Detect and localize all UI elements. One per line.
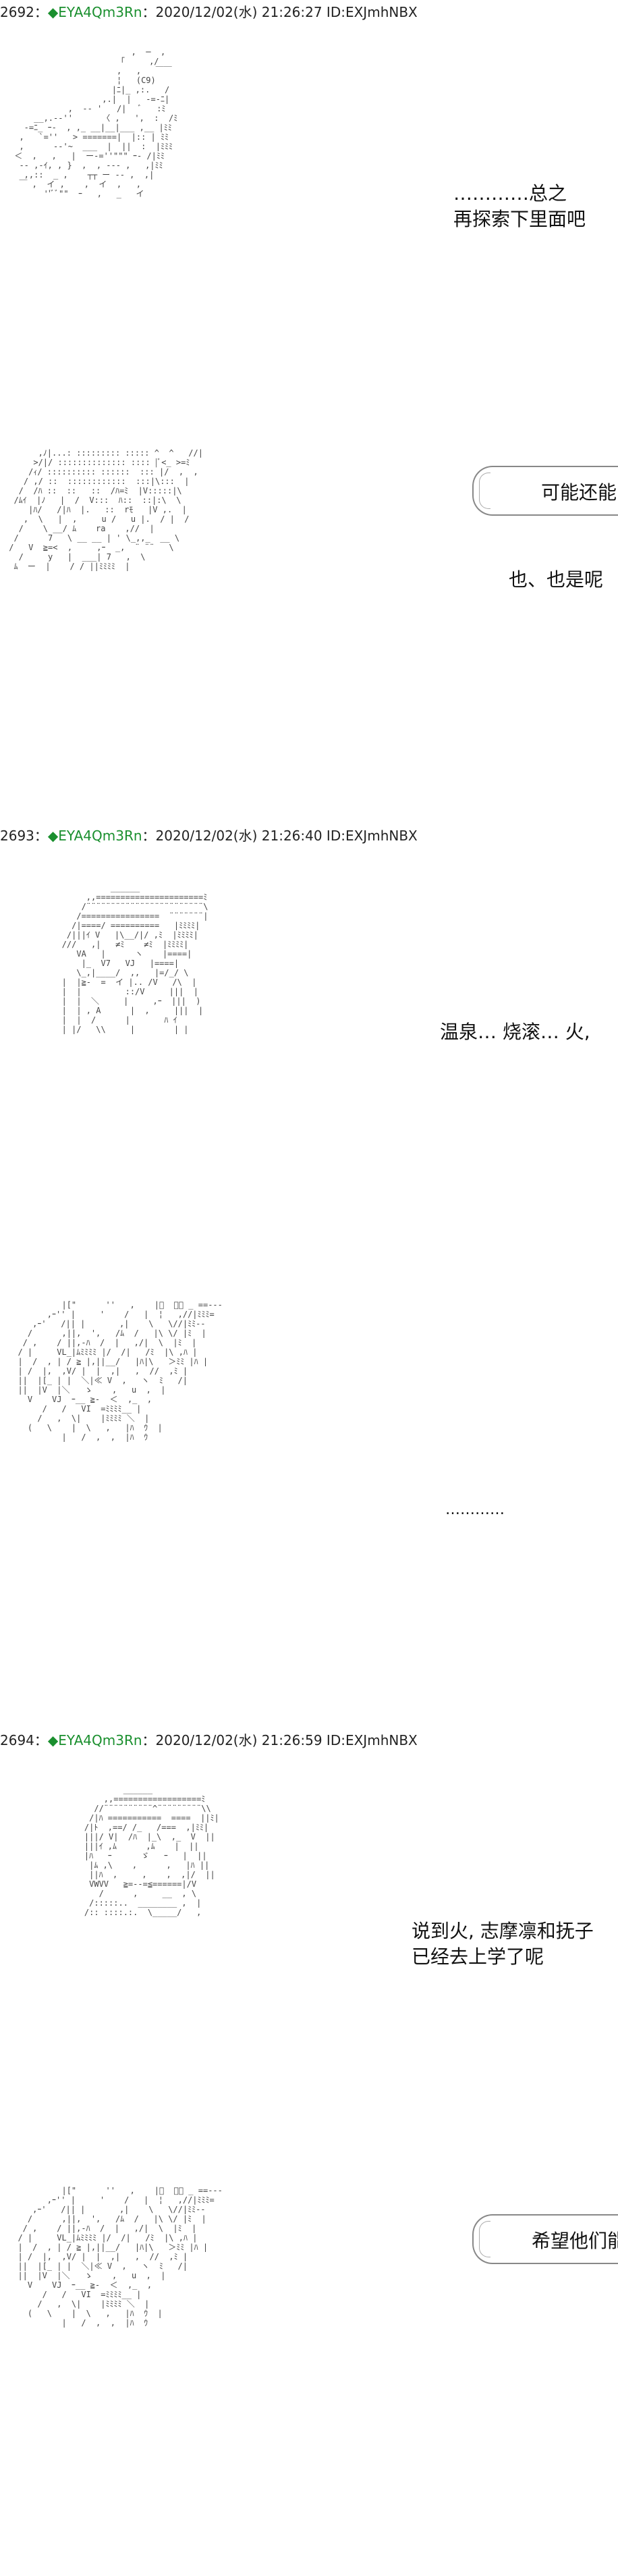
post-number: 2694	[0, 1732, 34, 1748]
speech-bubble: 希望他们能文	[472, 2214, 618, 2264]
ascii-art-4: |[" '' , |ﾞ ｀〉 _ ==--- ,ｰ'' | ' / | ¦ ,/…	[18, 1300, 223, 1442]
post-date-id: ：2020/12/02(水) 21:26:59 ID:EXJmhNBX	[142, 1732, 418, 1748]
post-header: 2692：◆EYA4Qm3Rn：2020/12/02(水) 21:26:27 I…	[0, 1, 418, 21]
trip-code[interactable]: ◆EYA4Qm3Rn	[47, 4, 142, 20]
bubble-text: 可能还能	[541, 481, 617, 504]
post-number: 2693	[0, 828, 34, 844]
trip-code[interactable]: ◆EYA4Qm3Rn	[47, 828, 142, 844]
ascii-art-3: ______ ,,======================ﾐ /¨¨¨¨¨¨…	[61, 883, 208, 1034]
dialogue-line: 说到火, 志摩凛和抚子	[412, 1920, 594, 1942]
bubble-text: 希望他们能文	[532, 2230, 618, 2252]
ascii-art-6: |[" '' , |ﾞ ｀〉 _ ==--- ,ｰ'' | ' / | ¦ ,/…	[18, 2186, 223, 2328]
trip-code[interactable]: ◆EYA4Qm3Rn	[47, 1732, 142, 1748]
dialogue-text: 说到火, 志摩凛和抚子 已经去上学了呢	[412, 1918, 594, 1970]
post-header: 2693：◆EYA4Qm3Rn：2020/12/02(水) 21:26:40 I…	[0, 825, 418, 844]
ascii-art-5: ______ ,,==================ﾐ //¨¨¨¨¨¨¨¨¨…	[84, 1785, 219, 1917]
dialogue-text: 温泉… 烧滚… 火,	[440, 1021, 590, 1043]
post-date-id: ：2020/12/02(水) 21:26:27 ID:EXJmhNBX	[142, 4, 418, 20]
separator: ：	[34, 4, 48, 20]
dialogue-text: …………	[445, 1501, 505, 1518]
separator: ：	[34, 828, 48, 844]
dialogue-line: …………总之	[453, 182, 567, 205]
post-date-id: ：2020/12/02(水) 21:26:40 ID:EXJmhNBX	[142, 828, 418, 844]
post-header: 2694：◆EYA4Qm3Rn：2020/12/02(水) 21:26:59 I…	[0, 1729, 418, 1749]
post-number: 2692	[0, 4, 34, 20]
dialogue-line: 再探索下里面吧	[453, 208, 586, 230]
dialogue-text: …………总之 再探索下里面吧	[453, 181, 586, 232]
ascii-art-2: ,ﾉ|...: ::::::::: ::::: ^ ^ //| >/|/ :::…	[9, 448, 203, 571]
separator: ：	[34, 1732, 48, 1748]
speech-bubble: 可能还能	[472, 466, 618, 516]
dialogue-line: 已经去上学了呢	[412, 1946, 544, 1968]
ascii-art-1: , ─ , 「 ,/ , , ￣￣ ¦ (C9) |ﾆ|_ ,:. / ,.| …	[14, 47, 178, 198]
dialogue-text: 也、也是呢	[509, 568, 604, 591]
